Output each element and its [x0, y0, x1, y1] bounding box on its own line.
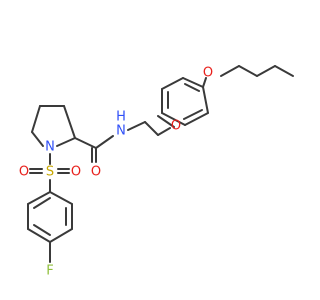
pyrrolidine-ring: [31, 105, 76, 147]
sulfur-atom: S: [46, 165, 54, 180]
sulfonyl-oxygen-left: O: [19, 165, 29, 180]
ethoxy-linker: [127, 115, 175, 136]
pyrrolidine-nitrogen: N: [45, 140, 55, 155]
ether-oxygen-mid: O: [171, 119, 181, 134]
amide-nitrogen: N: [116, 124, 126, 139]
ether-oxygen-top: O: [203, 66, 213, 81]
sulfonyl-group: [29, 153, 70, 193]
amide-hydrogen: H: [116, 110, 126, 125]
sulfonyl-oxygen-right: O: [71, 165, 81, 180]
fluorine-atom: F: [46, 264, 53, 279]
amide-group: [74, 135, 114, 163]
molecule-structure-diagram: O O N H O N S O O F: [19, 65, 294, 279]
butyl-chain: [202, 65, 294, 88]
amide-carbonyl-oxygen: O: [91, 165, 101, 180]
atom-labels: O O N H O N S O O F: [19, 66, 213, 279]
phenoxy-ring: [161, 77, 209, 126]
fluorophenyl-ring: [27, 191, 73, 263]
